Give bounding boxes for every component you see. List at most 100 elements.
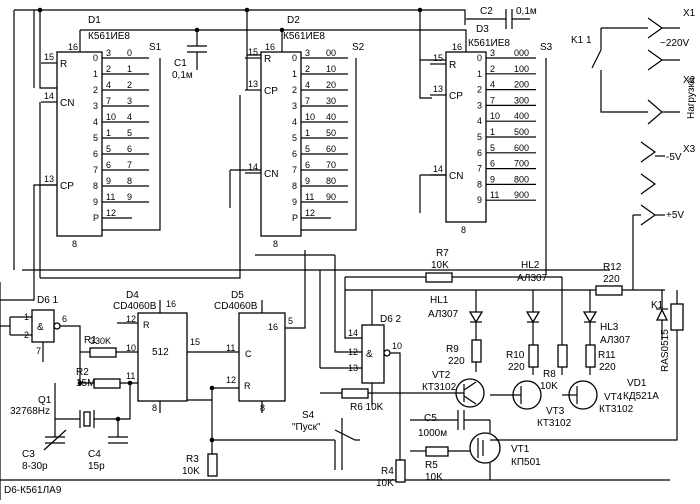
d3-in-num: 15 [433,53,443,63]
x1-ref: X1 [683,8,696,19]
d1-out-num: 3 [106,48,111,58]
r1-val: 330K [90,336,111,346]
resistor-r6: R6 10K [320,388,400,413]
k1-ref: K1 [651,300,664,311]
x2-ref: X2 [683,75,696,86]
d5-type: CD4060B [214,301,258,312]
d62-ref: D6 2 [380,314,402,325]
d3-in-num: 14 [433,164,443,174]
d61-sym: & [37,322,44,333]
d3-out-lbl: 9 [477,195,482,205]
r2-ref: R2 [76,367,89,378]
c4-val: 15р [88,461,105,472]
led-hl2: HL2 АЛ307 [517,260,548,345]
c3-ref: C3 [22,449,35,460]
d4-out-pin: 15 [190,337,200,347]
d3-out-num: 3 [490,48,495,58]
d1-ext-lbl: 3 [127,96,132,106]
x2-val: Нагрузка [686,77,697,119]
d2-ext-lbl: 90 [326,192,336,202]
vt3-val: КТ3102 [537,418,572,429]
d2-out-lbl: 2 [292,85,297,95]
transistor-vt3: VT3 КТ3102 [490,380,572,429]
d1-out-lbl: 2 [93,85,98,95]
d2-out-lbl: 7 [292,165,297,175]
d3-out-num: 6 [490,159,495,169]
d4-ref: D4 [126,290,139,301]
q1-ref: Q1 [38,395,52,406]
d2-out-lbl: 0 [292,53,297,63]
d3-out-num: 9 [490,174,495,184]
connector-x3: X3 -5V +5V [632,141,696,290]
d1-out-lbl: 5 [93,133,98,143]
vt2-ref: VT2 [432,370,451,381]
d2-ext-lbl: 50 [326,128,336,138]
d3-ext-lbl: 800 [514,174,529,184]
s3-label: S3 [540,42,553,53]
d1-out-num: 4 [106,80,111,90]
resistor-r12: R12 220 [595,262,665,296]
d1-out-lbl: 7 [93,165,98,175]
d2-out-num: 9 [305,176,310,186]
c1-val: 0,1м [172,70,193,81]
d2-ext-lbl: 20 [326,80,336,90]
r7-val: 10K [431,260,449,271]
d1-in-num: 14 [44,91,54,101]
d3-out-lbl: 5 [477,132,482,142]
d1-out-lbl: 1 [93,69,98,79]
d3-out-lbl: 8 [477,179,482,189]
d2-out-lbl: P [292,213,298,223]
r9-val: 220 [448,356,465,367]
d4-type: CD4060B [113,301,157,312]
switch-s4[interactable]: S4 "Пуск" [292,410,360,470]
d2-out-num: 11 [305,192,314,202]
d2-ext-lbl: 30 [326,96,336,106]
d1-out-num: 2 [106,64,111,74]
r3-val: 10K [182,466,200,477]
s2-label: S2 [352,42,365,53]
q1-val: 32768Hz [10,406,50,417]
s4-name: "Пуск" [292,422,321,433]
r10-ref: R10 [506,350,525,361]
c4-ref: C4 [88,449,101,460]
d2-ext-lbl: 00 [326,48,336,58]
relay-k1: K1 RAS0515 [490,290,684,441]
d61-pin7: 7 [36,346,41,356]
c5-val: 1000м [418,428,447,439]
d3-out-lbl: 3 [477,100,482,110]
d2-out-num: 5 [305,144,310,154]
d2-out-lbl: 1 [292,69,297,79]
vt1-ref: VT1 [511,444,530,455]
d4-mid: 512 [152,347,169,358]
minus5-label: -5V [666,152,682,163]
resistor-r8: R8 10K [540,277,568,392]
d5-r-pin: 12 [226,375,236,385]
d6-note: D6-К561ЛА9 [4,485,62,496]
d3-ext-lbl: 200 [514,80,529,90]
d3-out-num: 2 [490,64,495,74]
c5-ref: C5 [424,413,437,424]
d2-in-lbl: CN [264,169,278,180]
d2-out-lbl: 8 [292,181,297,191]
r9-ref: R9 [446,344,459,355]
s1-label: S1 [149,42,162,53]
d1-ref: D1 [88,15,101,26]
gate-d6-1: & D6 1 1 2 6 7 [0,295,90,362]
d2-out-num: 7 [305,96,310,106]
d4-pin11: 11 [126,371,135,381]
x3-ref: X3 [683,144,696,155]
hl2-val: АЛ307 [517,273,548,284]
d3-ext-lbl: 600 [514,143,529,153]
hl3-val: АЛ307 [600,335,631,346]
d1-out-num: 11 [106,192,115,202]
d1-out-num: 12 [106,208,116,218]
d3-in-lbl: R [449,60,456,71]
d3-top-pin: 16 [452,42,462,52]
d2-ext-lbl: 70 [326,160,336,170]
x1-val: ~220V [660,38,690,49]
r12-ref: R12 [603,262,622,273]
d3-out-num: 1 [490,127,495,137]
vt4-ref: VT4 [604,392,623,403]
c2-val: 0,1м [516,6,537,17]
